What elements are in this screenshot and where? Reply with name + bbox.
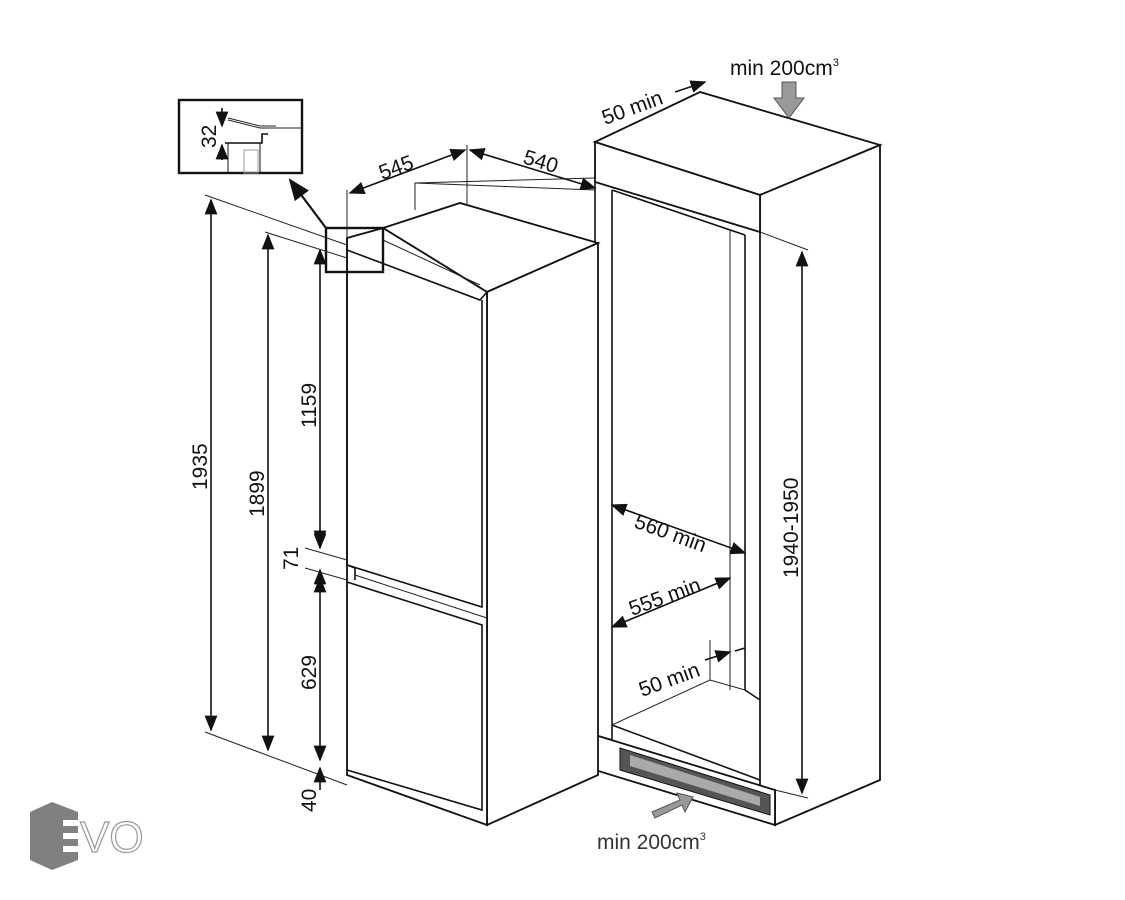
dimension-1899: 1899 [246,470,269,517]
fridge-appliance [346,177,601,827]
vent-bottom-label: min 200cm [597,831,700,854]
dimension-555-min: 555 min [626,574,704,621]
vent-top-label: min 200cm [730,57,833,80]
dimension-545: 545 [376,151,417,185]
dimension-40: 40 [298,789,321,812]
dimension-560-min: 560 min [631,510,709,557]
vent-bottom-sup: 3 [700,831,706,843]
top-gap-detail-inset: 32 [177,98,385,274]
ventilation-bottom: min 200cm3 [597,792,706,854]
cabinet-niche [592,91,883,827]
dimension-540: 540 [521,146,561,178]
dimension-side-50-min: 50 min [636,659,703,702]
svg-text:min 200cm3: min 200cm3 [597,831,706,854]
vent-top-sup: 3 [833,57,839,69]
dimension-1159: 1159 [298,383,321,428]
air-inlet-arrow-icon [773,81,805,119]
fridge-dimensions: 1935 1899 1159 71 629 40 545 540 [189,145,597,812]
dimension-71: 71 [280,547,303,570]
inset-dimension-32: 32 [198,125,221,148]
logo-text: VO [80,813,144,862]
dimension-1940-1950: 1940-1950 [780,478,803,578]
air-outlet-arrow-icon [651,792,694,819]
ventilation-top: min 200cm3 [730,57,839,119]
dimension-629: 629 [298,655,321,690]
dimension-1935: 1935 [189,443,212,490]
evo-logo: VO [30,802,144,870]
svg-text:min 200cm3: min 200cm3 [730,57,839,80]
